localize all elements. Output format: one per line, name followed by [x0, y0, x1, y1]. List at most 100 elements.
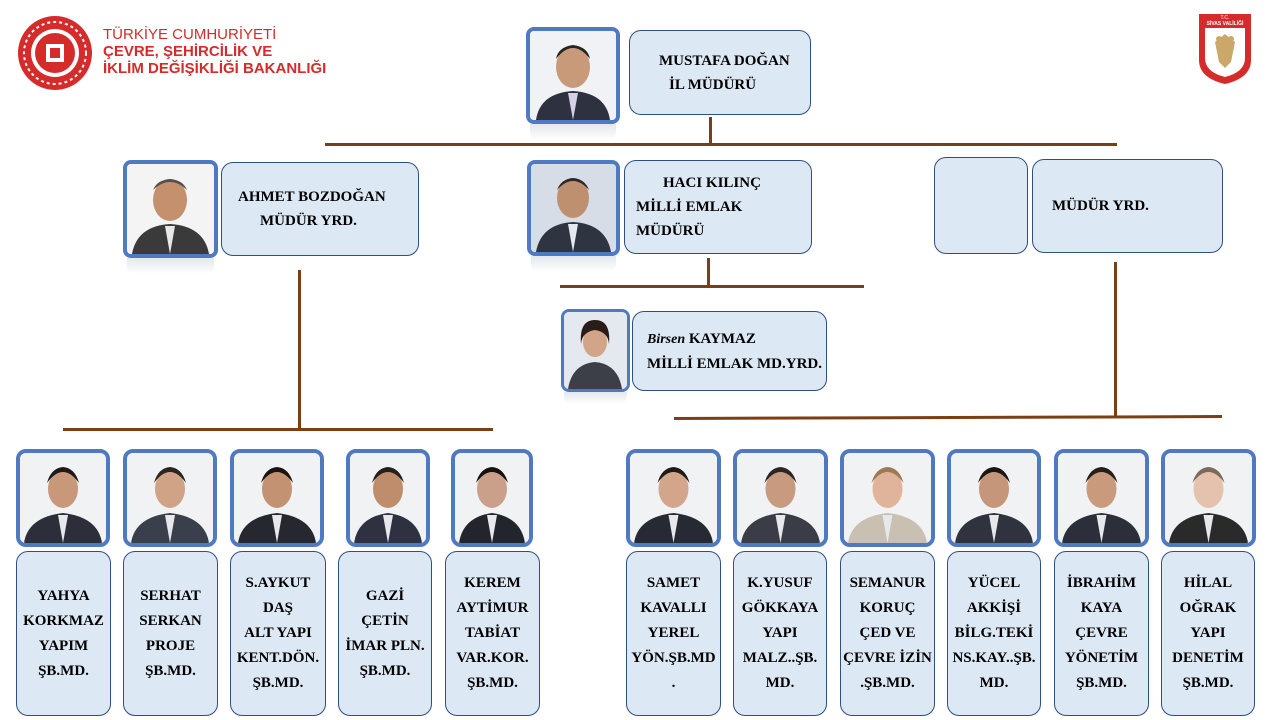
branch-text-line: MALZ..ŞB.	[742, 650, 818, 666]
ministry-line-3: İKLİM DEĞİŞİKLİĞİ BAKANLIĞI	[103, 60, 327, 77]
governor-shield-icon	[1199, 14, 1251, 84]
director-title: İL MÜDÜRÜ	[669, 76, 757, 93]
deputy-center-name: HACI KILINÇ	[663, 175, 761, 191]
connector-top-horizontal	[325, 143, 1117, 146]
deputy-right-photo-placeholder	[934, 157, 1028, 254]
ministry-logo	[16, 14, 94, 92]
person-avatar-icon	[531, 164, 616, 252]
branch-text-line: YAPI	[762, 625, 798, 641]
person-avatar-icon	[530, 31, 616, 120]
director-name: MUSTAFA DOĞAN	[659, 52, 790, 69]
branch-text-line: DAŞ	[262, 600, 293, 616]
person-avatar-icon	[1165, 453, 1252, 543]
branch-text-line: VAR.KOR.	[456, 650, 529, 666]
branch-photo	[947, 449, 1041, 547]
branch-text-line: SAMET	[646, 575, 701, 591]
emlak-deputy-photo-reflection	[564, 392, 627, 404]
emlak-deputy-last-name: KAYMAZ	[688, 330, 756, 347]
director-photo	[526, 27, 620, 124]
emlak-deputy-photo	[561, 309, 630, 392]
branch-text-line: S.AYKUT	[245, 575, 311, 591]
deputy-right-title: MÜDÜR YRD.	[1052, 198, 1149, 214]
branch-text-line: YAPI	[1190, 625, 1226, 641]
person-avatar-icon	[20, 453, 106, 543]
branch-box: SAMET KAVALLI YEREL YÖN.ŞB.MD.	[626, 551, 721, 716]
branch-text-line: MD.	[765, 675, 795, 691]
deputy-left-name: AHMET BOZDOĞAN	[238, 189, 386, 205]
branch-box: İBRAHİM KAYA ÇEVRE YÖNETİM ŞB.MD.	[1054, 551, 1149, 716]
branch-text-line: ŞB.MD.	[145, 662, 196, 679]
branch-text-line: MD.	[979, 675, 1009, 691]
connector-director-down	[709, 117, 712, 145]
branch-photo	[230, 449, 324, 547]
person-avatar-icon	[127, 164, 214, 254]
person-avatar-icon	[127, 453, 213, 543]
branch-text-line: OĞRAK	[1179, 600, 1237, 616]
branch-text-line: GAZİ	[365, 587, 405, 604]
connector-emlak-down	[707, 258, 710, 286]
branch-photo	[1054, 449, 1149, 547]
emlak-deputy-box: Birsen KAYMAZ MİLLİ EMLAK MD.YRD.	[632, 311, 827, 391]
connector-deputy-right-down	[1114, 262, 1117, 418]
connector-deputy-left-down	[298, 270, 301, 428]
branch-text-line: ŞB.MD.	[1076, 675, 1127, 691]
director-box: MUSTAFA DOĞAN İL MÜDÜRÜ	[629, 30, 811, 115]
branch-text-line: KORUÇ	[859, 600, 916, 616]
person-avatar-icon	[455, 453, 529, 543]
branch-text-line: YAHYA	[37, 587, 90, 604]
branch-text-line: İBRAHİM	[1066, 575, 1137, 591]
branch-photo	[733, 449, 828, 547]
branch-text-line: ALT YAPI	[244, 625, 312, 641]
deputy-center-title: MİLLİ EMLAK MÜDÜRÜ	[636, 199, 743, 239]
branch-text-line: KEREM	[464, 575, 521, 591]
deputy-center-photo	[527, 160, 620, 256]
branch-text-line: ŞB.MD.	[252, 675, 304, 691]
person-avatar-icon	[630, 453, 717, 543]
person-avatar-icon	[350, 453, 426, 543]
person-avatar-icon	[234, 453, 320, 543]
branch-text-line: YÖNETİM	[1064, 650, 1139, 666]
branch-text-line: .	[671, 675, 676, 691]
branch-photo	[626, 449, 721, 547]
ministry-name: TÜRKİYE CUMHURİYETİ ÇEVRE, ŞEHİRCİLİK VE…	[103, 26, 326, 77]
branch-photo	[451, 449, 533, 547]
branch-text-line: KORKMAZ	[23, 612, 104, 629]
connector-left-horizontal	[63, 428, 493, 431]
branch-text-line: KAYA	[1080, 600, 1123, 616]
branch-text-line: YEREL	[647, 625, 700, 641]
deputy-left-title: MÜDÜR YRD.	[260, 213, 357, 229]
branch-text-line: ÇEVRE	[1075, 625, 1128, 641]
branch-text-line: SEMANUR	[849, 575, 926, 591]
governor-name: SİVAS VALİLİĞİ	[1206, 21, 1244, 27]
branch-text-line: .ŞB.MD.	[860, 675, 915, 691]
ministry-line-2: ÇEVRE, ŞEHİRCİLİK VE	[103, 43, 273, 60]
ministry-line-1: TÜRKİYE CUMHURİYETİ	[103, 26, 277, 43]
branch-text-line: ŞB.MD.	[38, 662, 89, 679]
branch-text-line: İMAR PLN.	[345, 637, 425, 654]
branch-text-line: ÇETİN	[361, 612, 409, 629]
branch-text-line: GÖKKAYA	[741, 600, 819, 616]
branch-text-line: NS.KAY..ŞB.	[952, 650, 1036, 666]
branch-text-line: BİLG.TEKİ	[954, 625, 1034, 641]
branch-text-line: K.YUSUF	[747, 575, 813, 591]
connector-emlak-horizontal	[560, 285, 864, 288]
branch-text-line: TABİAT	[464, 625, 521, 641]
branch-text-line: SERKAN	[139, 612, 202, 629]
deputy-left-box: AHMET BOZDOĞAN MÜDÜR YRD.	[221, 162, 419, 256]
branch-text-line: DENETİM	[1172, 650, 1244, 666]
branch-text-line: KAVALLI	[640, 600, 707, 616]
branch-text-line: HİLAL	[1183, 575, 1233, 591]
branch-text-line: PROJE	[145, 637, 196, 654]
branch-photo	[16, 449, 110, 547]
branch-text-line: ÇEVRE İZİN	[843, 650, 932, 666]
director-photo-reflection	[530, 124, 616, 140]
deputy-right-box: MÜDÜR YRD.	[1032, 159, 1223, 253]
branch-photo	[346, 449, 430, 547]
branch-text-line: YÖN.ŞB.MD	[631, 650, 716, 666]
person-avatar-icon	[737, 453, 824, 543]
deputy-left-photo	[123, 160, 218, 258]
